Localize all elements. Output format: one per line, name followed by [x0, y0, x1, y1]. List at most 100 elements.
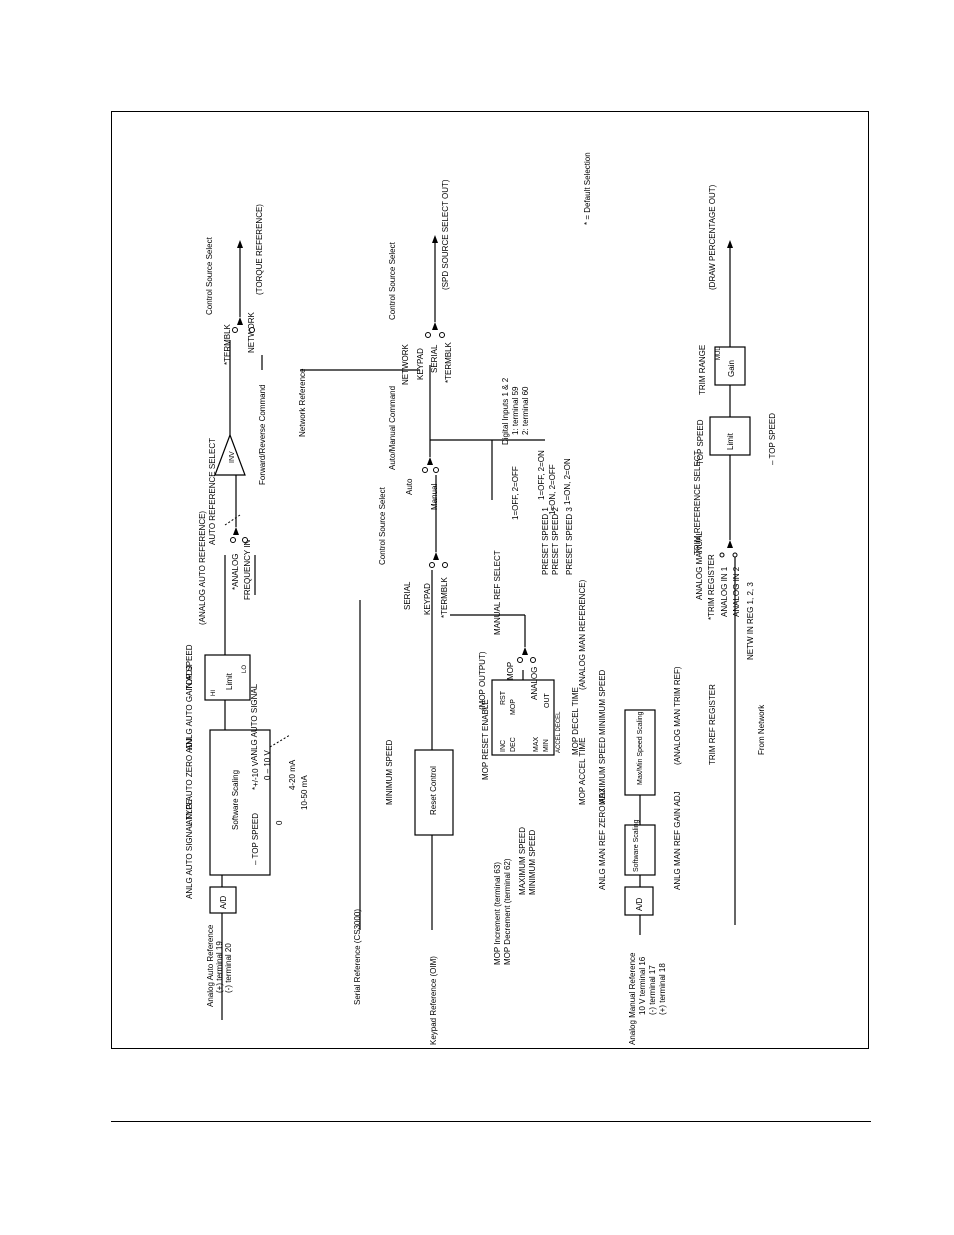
footer-rule [111, 1121, 871, 1122]
limit-auto-label: Limit [225, 672, 234, 690]
serial-reference: Serial Reference (CS3000) [353, 909, 362, 1005]
control-source-path: INV Forward/Reverse Command *TERMBLK NET… [205, 204, 420, 500]
trim-reference-select: TRIM REFERENCE SELECT [693, 450, 702, 555]
auto-ref-input-title: Analog Auto Reference [206, 924, 215, 1007]
analog-man-reference: (ANALOG MAN REFERENCE) [578, 579, 587, 690]
mop-inc: MOP Increment (terminal 63) [493, 862, 502, 965]
opt-serial-mid: SERIAL [403, 581, 412, 610]
spd-source: (SPD SOURCE SELECT OUT) [441, 179, 450, 290]
fwd-rev-command: Forward/Reverse Command [258, 385, 267, 485]
ad-converter-manual [624, 886, 654, 916]
software-scaling-auto-label: Software Scaling [231, 770, 240, 830]
auto-ref-opt-analog: *ANALOG [231, 554, 240, 590]
maximum-speed-mop: MAXIMUM SPEED [518, 827, 527, 895]
trim-ref-register: TRIM REF REGISTER [708, 684, 717, 765]
preset-code-0: 1=OFF, 2=OFF [511, 466, 520, 520]
sig-opt-2: 0 – 10 V [263, 750, 272, 780]
software-scaling-auto [209, 729, 271, 876]
analog-manual-path: Analog Manual Reference 10 V terminal 16… [598, 666, 682, 1045]
auto-reference-path: Analog Auto Reference (+) terminal 19 (-… [185, 438, 309, 1020]
reference-source-mux: Serial Reference (CS3000) Keypad Referen… [353, 152, 592, 1045]
minimum-speed-manual: MINIMUM SPEED [598, 669, 607, 735]
opt-analog: ANALOG [530, 667, 539, 700]
mop-reset-enable: MOP RESET ENABLE [481, 699, 490, 780]
preset-speed-1: PRESET SPEED 1 [541, 507, 550, 575]
inv-label: INV [229, 451, 236, 463]
analog-auto-reference-label: (ANALOG AUTO REFERENCE) [198, 511, 207, 625]
digital-inputs: Digital Inputs 1 & 2 [501, 377, 510, 445]
limit-trim-label: Limit [726, 432, 735, 450]
inv-amplifier [214, 433, 246, 476]
neg-top-speed-trim: – TOP SPEED [768, 413, 777, 465]
terminal-59: 1: terminal 59 [511, 386, 520, 435]
max-min-speed-scaling [624, 709, 656, 796]
mop-dec: MOP Decrement (terminal 62) [503, 858, 512, 965]
keypad-reference: Keypad Reference (OIM) [429, 956, 438, 1045]
diagram-frame [111, 111, 869, 1049]
trim-opt-3: ANALOG IN 1 [720, 566, 729, 617]
control-source-select-right: Control Source Select [388, 241, 397, 320]
minimum-speed-mop: MINIMUM SPEED [528, 829, 537, 895]
lo-label: LO [242, 665, 248, 673]
mop-label: MOP [510, 699, 517, 715]
mop-accel-time: MOP ACCEL TIME [578, 738, 587, 805]
analog-manual-pos: (+) terminal 18 [658, 963, 667, 1015]
sig-opt-1: *+/-10 V [251, 760, 260, 790]
draw-percentage-out: (DRAW PERCENTAGE OUT) [708, 184, 717, 290]
gain-label: Gain [727, 360, 736, 377]
opt-termblk-mid: *TERMBLK [440, 576, 449, 618]
anlg-auto-signal: ANLG AUTO SIGNAL [250, 683, 259, 761]
trim-range: TRIM RANGE [698, 345, 707, 395]
ad-label-auto: A/D [219, 895, 228, 909]
network-reference: Network Reference [298, 368, 307, 437]
trim-reference-section: TRIM REF REGISTER ANALOG MANUAL *TRIM RE… [693, 184, 777, 925]
trim-opt-1: ANALOG MANUAL [695, 531, 704, 600]
accel-decel-label: ACCEL DECEL [556, 711, 562, 753]
inc-label: INC [500, 740, 507, 752]
limit-block-auto [204, 654, 251, 701]
software-scaling-manual [624, 824, 656, 876]
manual-ref-select: MANUAL REF SELECT MOP ANALOG (ANALOG MAN… [450, 550, 587, 700]
top-speed-label: TOP SPEED [185, 644, 194, 690]
preset-speed-2: PRESET SPEED 2 [551, 507, 560, 575]
analog-manual-neg: (-) terminal 17 [648, 965, 657, 1015]
preset-code-1: 1=OFF, 2=ON [537, 450, 546, 500]
analog-man-trim-ref: (ANALOG MAN TRIM REF) [673, 666, 682, 765]
mop-output: (MOP OUTPUT) [478, 651, 487, 710]
auto-ref-input-neg: (-) terminal 20 [224, 943, 233, 993]
neg-top-speed-label: – TOP SPEED [251, 813, 260, 865]
preset-speed-3: PRESET SPEED 3 [565, 507, 574, 575]
anlg-man-ref-gain-adj: ANLG MAN REF GAIN ADJ [673, 791, 682, 890]
default-selection: * = Default Selection [583, 152, 592, 225]
minimum-speed-reset: MINIMUM SPEED [385, 739, 394, 805]
reset-control-label: Reset Control [429, 766, 438, 815]
software-scaling-manual-label: Software Scaling [633, 819, 640, 872]
opt-termblk-right: *TERMBLK [444, 341, 453, 383]
opt-network-right: NETWORK [401, 343, 410, 385]
opt-serial-right: SERIAL [430, 344, 439, 373]
manual-ref-select-label: MANUAL REF SELECT [493, 550, 502, 635]
preset-code-2: 1=ON, 2=OFF [548, 464, 557, 515]
trim-opt-2: *TRIM REGISTER [707, 554, 716, 620]
opt-mop: MOP [506, 662, 515, 680]
analog-manual-title: Analog Manual Reference [628, 952, 637, 1045]
opt-keypad-right: KEYPAD [416, 348, 425, 380]
trim-opt-5: NETW IN REG 1, 2, 3 [746, 582, 755, 660]
trim-opt-4: ANALOG IN 2 [732, 566, 741, 617]
analog-manual-v: 10 V terminal 16 [638, 956, 647, 1015]
max-min-speed-scaling-label: Max/Min Speed Scaling [637, 711, 644, 785]
auto-ref-opt-freq: FREQUENCY IN [243, 539, 252, 600]
ad-converter-auto [209, 886, 237, 914]
zero-label: 0 [275, 820, 284, 825]
min-label: MIN [543, 739, 550, 752]
ad-label-manual: A/D [635, 897, 644, 911]
auto-ref-input-pos: (+) terminal 19 [215, 941, 224, 993]
preset-speed-section: Digital Inputs 1 & 2 1: terminal 59 2: t… [430, 377, 574, 575]
auto-manual-command: Auto/Manual Command [388, 386, 397, 470]
hi-label: HI [211, 690, 217, 696]
preset-code-3: 1=ON, 2=ON [563, 458, 572, 505]
from-network: From Network [757, 704, 766, 755]
auto-label: Auto [405, 478, 414, 495]
maximum-speed-manual: MAXIMUM SPEED [598, 737, 607, 805]
control-source-select-mid: Control Source Select [378, 486, 387, 565]
